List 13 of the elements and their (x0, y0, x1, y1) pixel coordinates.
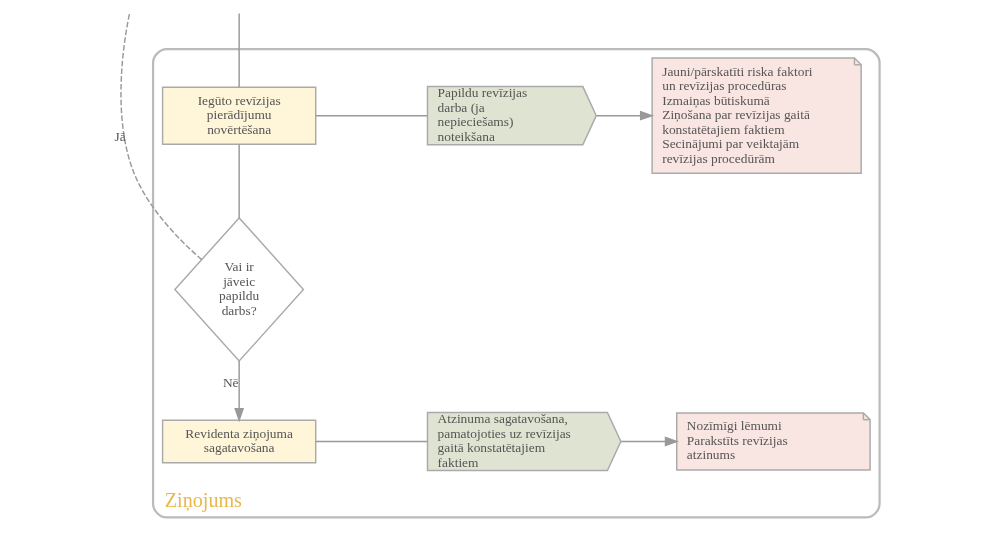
connector (238, 143, 240, 219)
edge-label: Nē (222, 374, 239, 390)
node-diamond: Vai ir jāveic papildu darbs? (173, 216, 305, 363)
arrow (620, 436, 679, 447)
node-box: Iegūto revīzijas pierādījumu novērtēšana (161, 86, 317, 145)
arrow (234, 360, 245, 423)
connector (315, 440, 429, 443)
node-box: Revidenta ziņojuma sagatavošana (161, 419, 317, 464)
connector (238, 12, 240, 88)
arrow (595, 110, 655, 121)
connector (120, 12, 203, 261)
connector (315, 114, 428, 117)
edge-label: Jā (114, 128, 126, 144)
